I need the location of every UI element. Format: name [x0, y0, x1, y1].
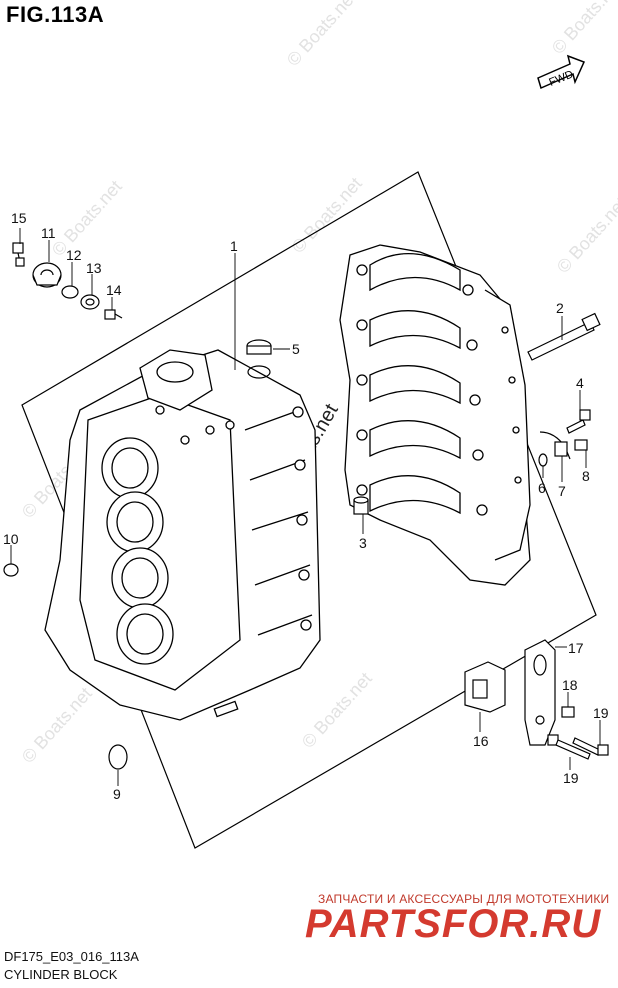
callout-6: 6: [538, 480, 546, 496]
callout-14: 14: [106, 282, 122, 298]
callout-10: 10: [3, 531, 19, 547]
part-11-cap: [32, 262, 62, 288]
part-10-plug: [3, 563, 19, 577]
watermark-ru-tagline: ЗАПЧАСТИ И АКСЕССУАРЫ ДЛЯ МОТОТЕХНИКИ: [318, 892, 610, 906]
callout-11: 11: [41, 225, 56, 241]
callout-9: 9: [113, 786, 121, 802]
callout-13: 13: [86, 260, 102, 276]
part-12-o-ring: [61, 285, 79, 299]
part-18-bolt: [561, 706, 575, 718]
callout-12: 12: [66, 247, 82, 263]
part-9-o-ring: [108, 744, 128, 770]
diagram-name: CYLINDER BLOCK: [4, 967, 118, 982]
part-8-bolt: [574, 439, 588, 451]
leader-lines: [10, 228, 601, 786]
callout-18: 18: [562, 677, 578, 693]
part-14-bolt: [104, 309, 123, 320]
part-15-bolt: [12, 242, 25, 267]
callout-7: 7: [558, 483, 566, 499]
diagram-code: DF175_E03_016_113A: [4, 949, 139, 964]
callout-5: 5: [292, 341, 300, 357]
callout-17: 17: [568, 640, 584, 656]
figure-title: FIG.113A: [6, 2, 105, 27]
watermark-ru-logo: PARTSFOR.RU: [305, 902, 602, 946]
callout-1: 1: [230, 238, 238, 254]
part-3-pin: [353, 496, 369, 515]
cylinder-block-front: [44, 349, 321, 721]
callout-3: 3: [359, 535, 367, 551]
part-13-seal: [80, 294, 100, 310]
callout-19-lower: 19: [563, 770, 579, 786]
part-5-plug: [246, 339, 272, 379]
part-19-bolt-lower: [547, 734, 591, 760]
callout-4: 4: [576, 375, 584, 391]
part-17-bracket: [524, 639, 556, 746]
part-19-bolt-upper: [572, 737, 609, 756]
callout-19-upper: 19: [593, 705, 609, 721]
callout-16: 16: [473, 733, 489, 749]
part-2-stud-bolt: [527, 312, 601, 361]
callout-15: 15: [11, 210, 27, 226]
part-16-bracket: [464, 661, 506, 713]
callout-8: 8: [582, 468, 590, 484]
fwd-arrow-icon: FWD: [537, 54, 586, 90]
part-7-fitting: [539, 431, 571, 460]
cylinder-block-crankcase: [339, 244, 531, 586]
part-4-bolt: [566, 409, 591, 434]
part-6-washer: [538, 453, 548, 467]
callout-2: 2: [556, 300, 564, 316]
